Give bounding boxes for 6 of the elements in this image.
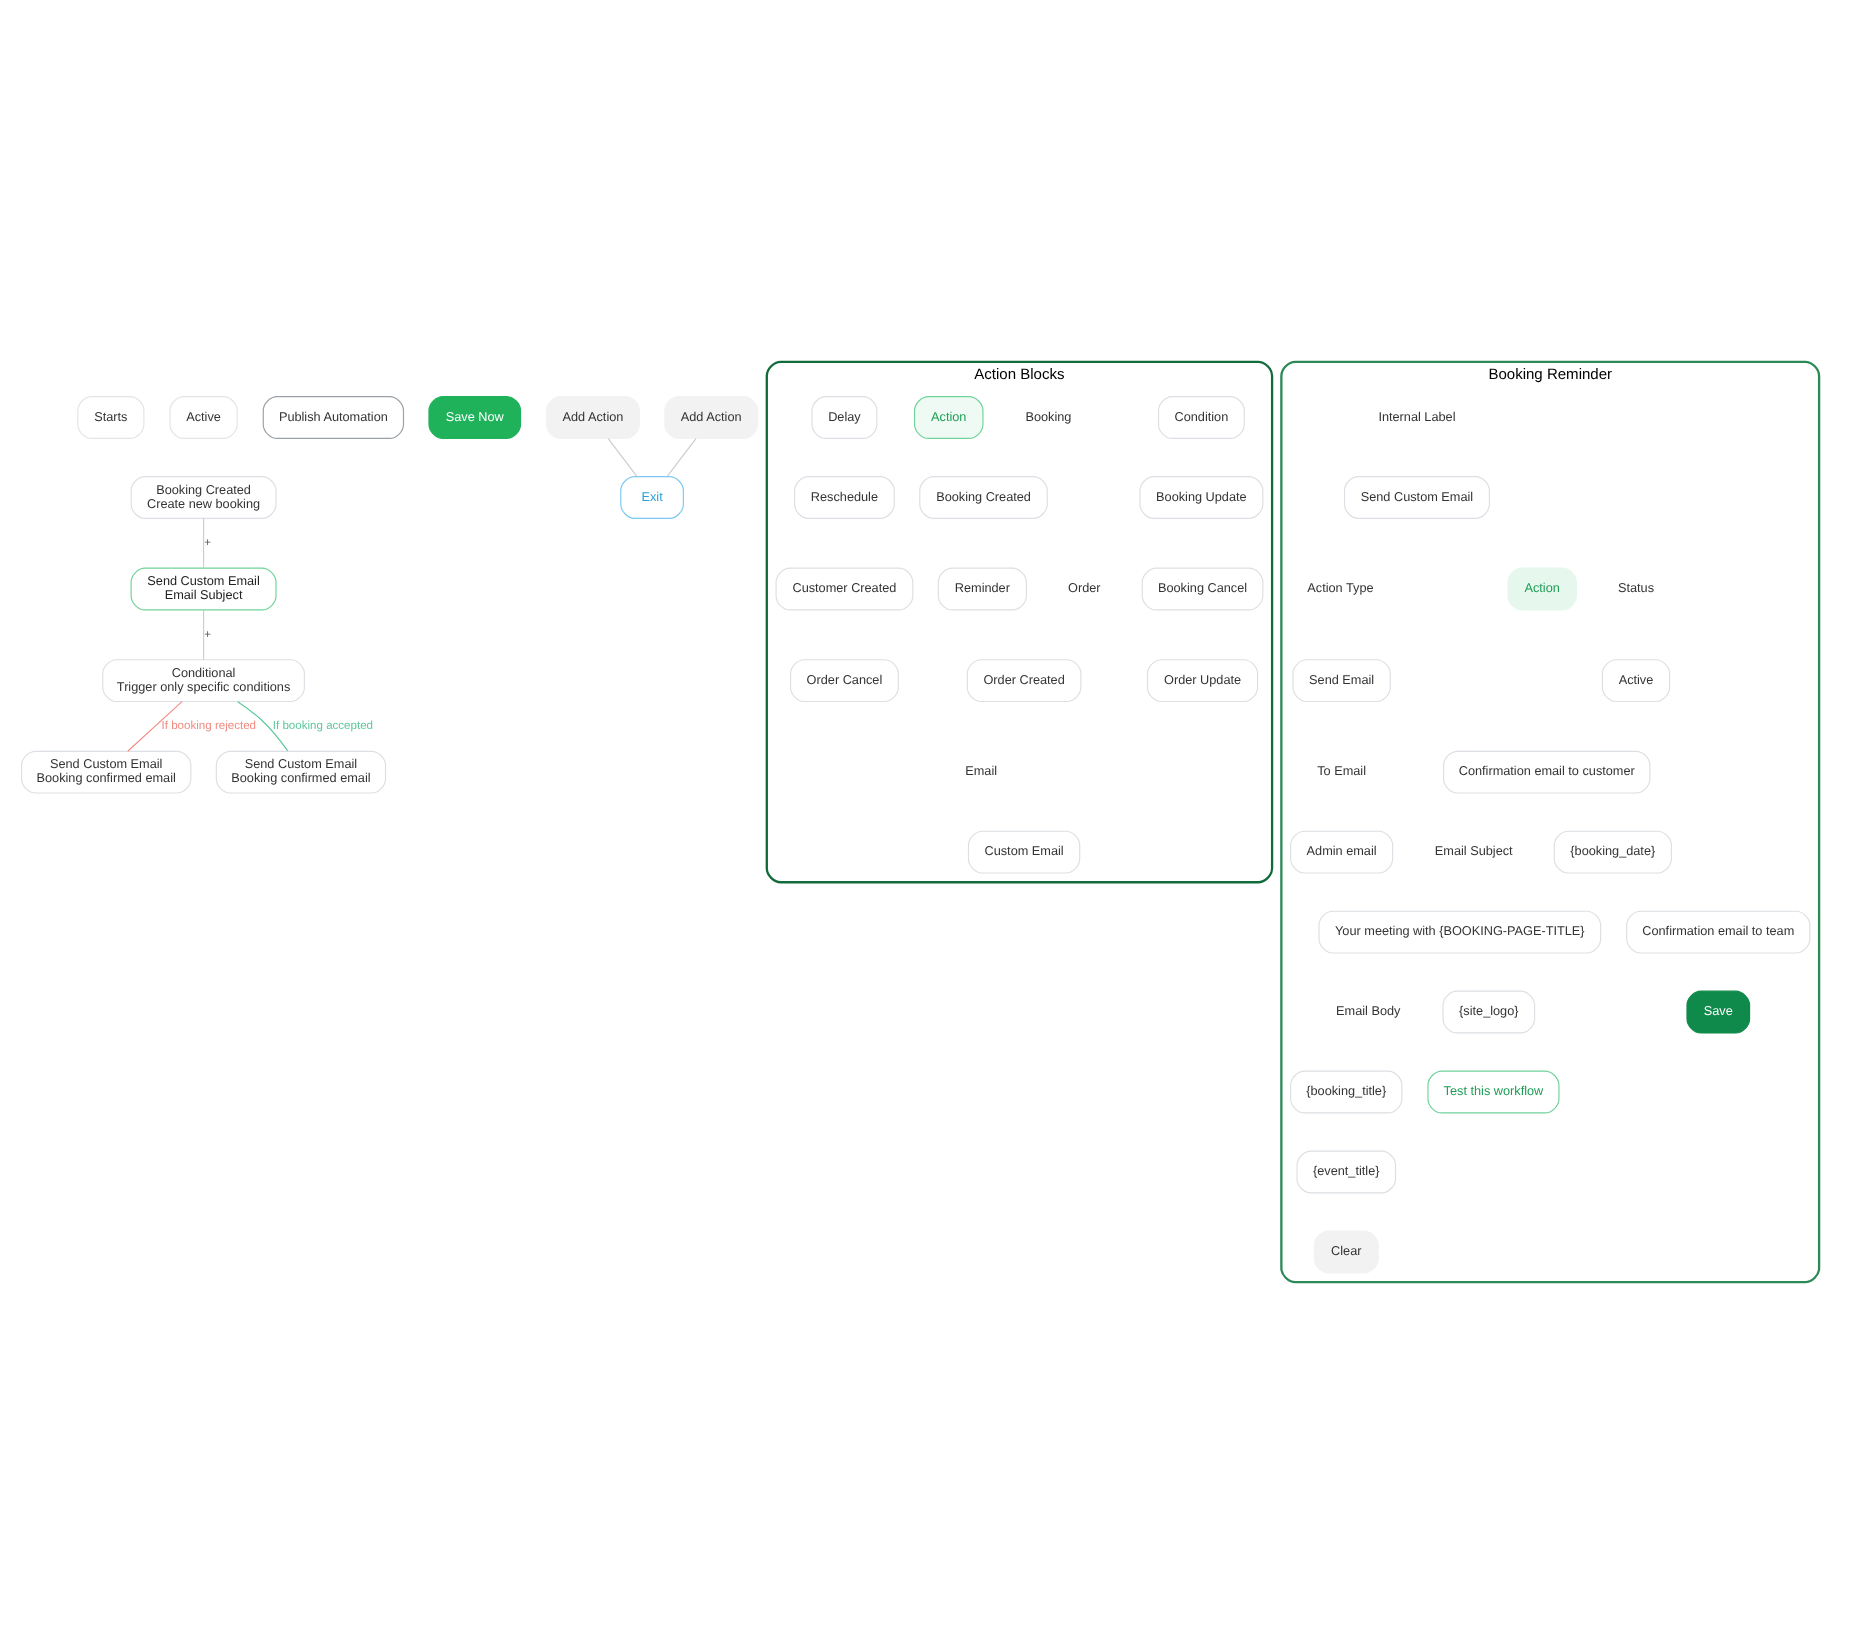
connector <box>203 516 205 568</box>
connector <box>203 608 205 660</box>
connector <box>127 700 183 751</box>
connector <box>666 437 697 476</box>
connector <box>607 437 638 476</box>
connector <box>237 700 289 751</box>
